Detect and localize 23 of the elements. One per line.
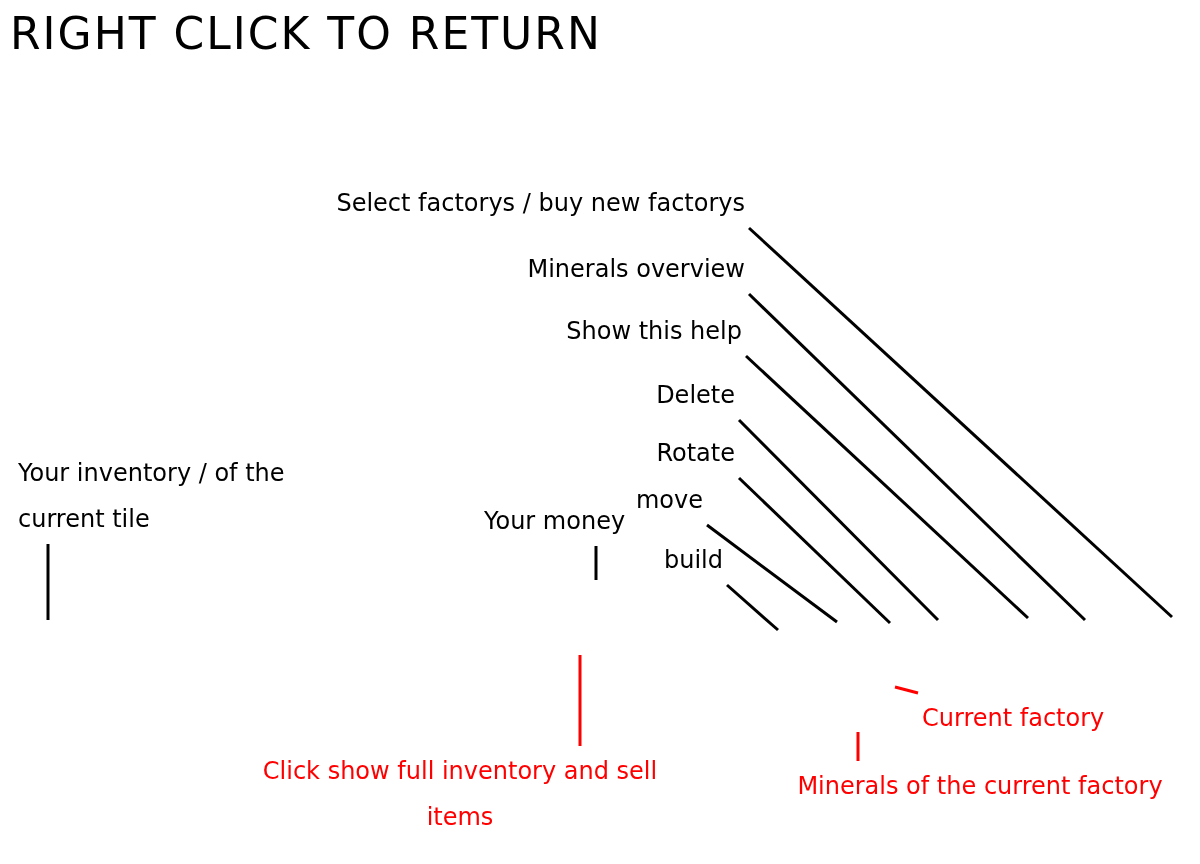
help-label: Your inventory / of the current tile	[18, 450, 348, 542]
help-label: Rotate	[580, 430, 735, 476]
help-label: Minerals overview	[405, 246, 745, 292]
leader-line	[894, 685, 919, 695]
leader-line	[578, 655, 582, 746]
title: RIGHT CLICK TO RETURN	[10, 8, 602, 59]
help-label: build	[560, 537, 723, 583]
leader-line	[737, 476, 892, 625]
help-label: Show this help	[445, 308, 742, 354]
leader-line	[706, 523, 838, 624]
leader-line	[726, 583, 779, 632]
leader-line	[748, 226, 1173, 619]
help-label: Select factorys / buy new factorys	[205, 180, 745, 226]
leader-line	[594, 546, 598, 580]
help-label: Current factory	[922, 695, 1182, 741]
leader-line	[747, 292, 1087, 622]
help-label: Click show full inventory and sell items	[250, 748, 670, 840]
leader-line	[856, 732, 860, 761]
leader-line	[737, 418, 940, 622]
leader-line	[744, 354, 1030, 620]
leader-line	[46, 544, 50, 620]
help-label: Delete	[580, 372, 735, 418]
help-label: Minerals of the current factory	[790, 763, 1170, 809]
